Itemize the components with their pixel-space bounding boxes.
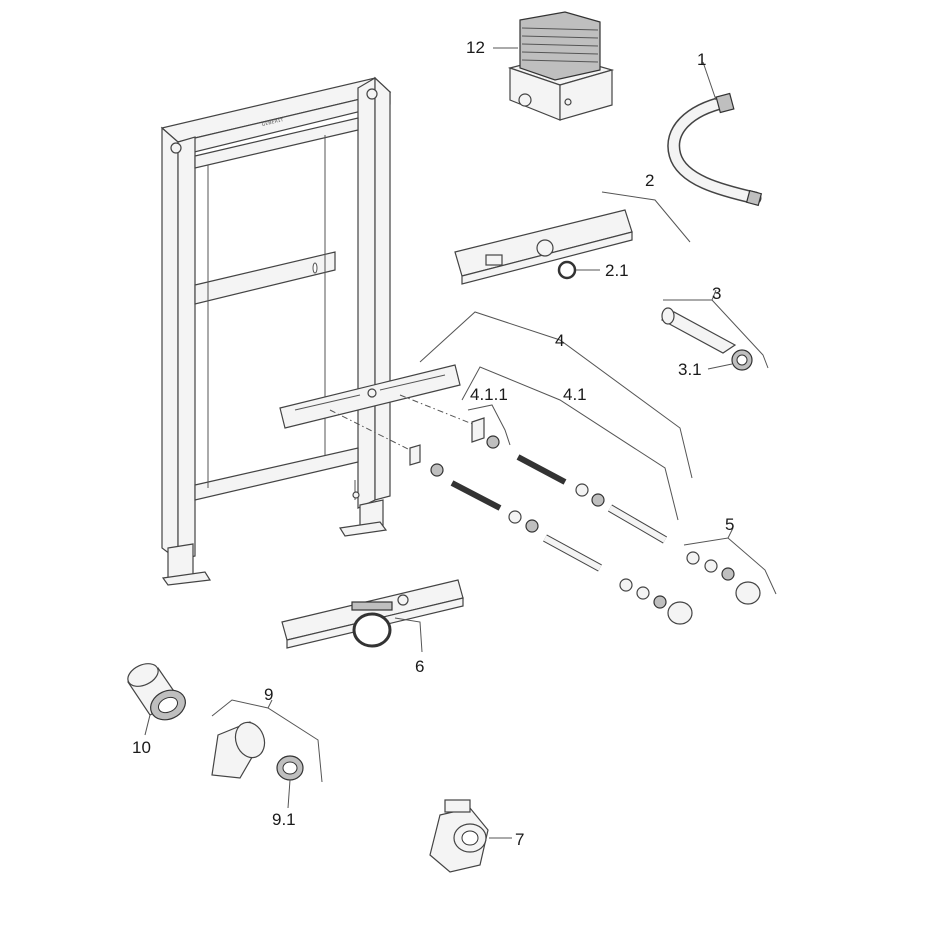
part-12-junction-box [507, 11, 615, 121]
label-12: 12 [466, 38, 485, 57]
part-9-1-fitting [276, 755, 304, 781]
part-1-hose [667, 92, 763, 207]
part-2-crossbar [454, 209, 633, 285]
mounting-frame: ɢᴇʙᴇʀɪᴛ [160, 76, 392, 586]
label-3: 3 [712, 284, 721, 303]
label-3-1: 3.1 [678, 360, 702, 379]
part-6-crossbar-clamp [281, 579, 464, 649]
label-5: 5 [725, 515, 734, 534]
label-4-1-1: 4.1.1 [470, 385, 508, 404]
frame-stamp: ɢᴇʙᴇʀɪᴛ [261, 116, 285, 128]
label-7: 7 [515, 830, 524, 849]
part-2-1-ring [557, 260, 577, 280]
part-4-crossbar [279, 364, 461, 429]
label-2-1: 2.1 [605, 261, 629, 280]
label-10: 10 [132, 738, 151, 757]
part-4-1-1-brackets [409, 417, 500, 477]
part-3-1-nut [731, 349, 753, 371]
label-4-1: 4.1 [563, 385, 587, 404]
part-5-caps [686, 551, 761, 605]
callout-labels: 12 1 2 2.1 3 3.1 4 4.1.1 4.1 5 6 9 10 9.… [132, 38, 734, 849]
part-3-pipe [660, 307, 737, 354]
part-4-1-rods [450, 454, 693, 625]
label-4: 4 [555, 331, 564, 350]
label-9: 9 [264, 685, 273, 704]
leader-lines [144, 47, 777, 839]
label-1: 1 [697, 50, 706, 69]
label-2: 2 [645, 171, 654, 190]
part-7-siphon [429, 799, 489, 873]
part-10-connector [127, 663, 186, 721]
label-9-1: 9.1 [272, 810, 296, 829]
label-6: 6 [415, 657, 424, 676]
part-9-elbow [211, 721, 266, 779]
